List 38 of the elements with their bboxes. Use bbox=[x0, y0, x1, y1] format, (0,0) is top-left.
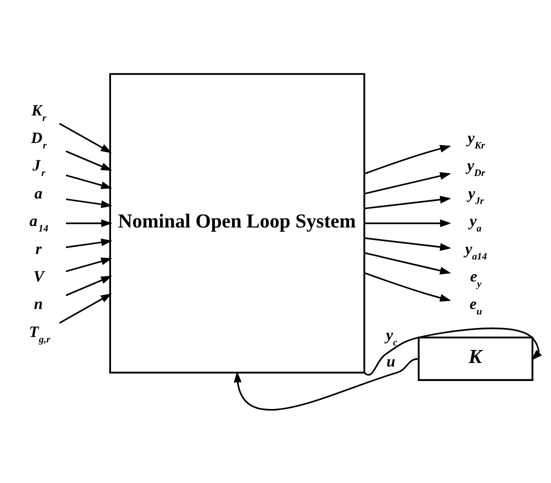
node-box: K bbox=[418, 336, 534, 380]
node-text: e$_{u}$ bbox=[470, 296, 482, 318]
arrow bbox=[59, 122, 112, 153]
arrow bbox=[364, 252, 452, 274]
node-text: y$_{Dr}$ bbox=[467, 157, 486, 179]
arrow bbox=[364, 195, 452, 209]
node-text: n bbox=[34, 296, 43, 313]
arrow bbox=[364, 327, 542, 376]
arrow bbox=[59, 292, 112, 324]
node-text: K$_{r}$ bbox=[31, 102, 46, 124]
node-text: r bbox=[35, 240, 42, 258]
node-text: D$_{r}$ bbox=[31, 129, 47, 151]
arrow bbox=[364, 272, 452, 302]
node-box: Nominal Open Loop System bbox=[109, 72, 366, 374]
arrow bbox=[66, 218, 112, 227]
node-text: e$_{y}$ bbox=[470, 268, 482, 290]
node-text: V bbox=[33, 268, 44, 285]
node-text: a$_{14}$ bbox=[30, 212, 48, 234]
node-text: T$_{g,r}$ bbox=[29, 323, 50, 345]
edge-label: y$_{c}$ bbox=[386, 326, 398, 348]
arrow bbox=[66, 198, 112, 208]
arrow bbox=[66, 275, 112, 296]
arrow bbox=[364, 236, 452, 250]
arrow bbox=[66, 238, 112, 248]
node-text: y$_{a}$ bbox=[470, 212, 482, 234]
node-text: a bbox=[34, 184, 42, 202]
arrow bbox=[364, 218, 452, 227]
node-text: y$_{a14}$ bbox=[465, 240, 487, 262]
arrow bbox=[234, 358, 419, 410]
arrow bbox=[66, 150, 112, 170]
arrow bbox=[364, 144, 452, 174]
node-text: y$_{Jr}$ bbox=[468, 184, 484, 206]
arrow bbox=[66, 257, 112, 272]
arrow bbox=[66, 174, 112, 189]
arrow bbox=[364, 172, 452, 194]
node-text: y$_{Kr}$ bbox=[468, 129, 486, 151]
edge-label: u bbox=[386, 353, 396, 370]
node-text: J$_{r}$ bbox=[32, 157, 46, 179]
